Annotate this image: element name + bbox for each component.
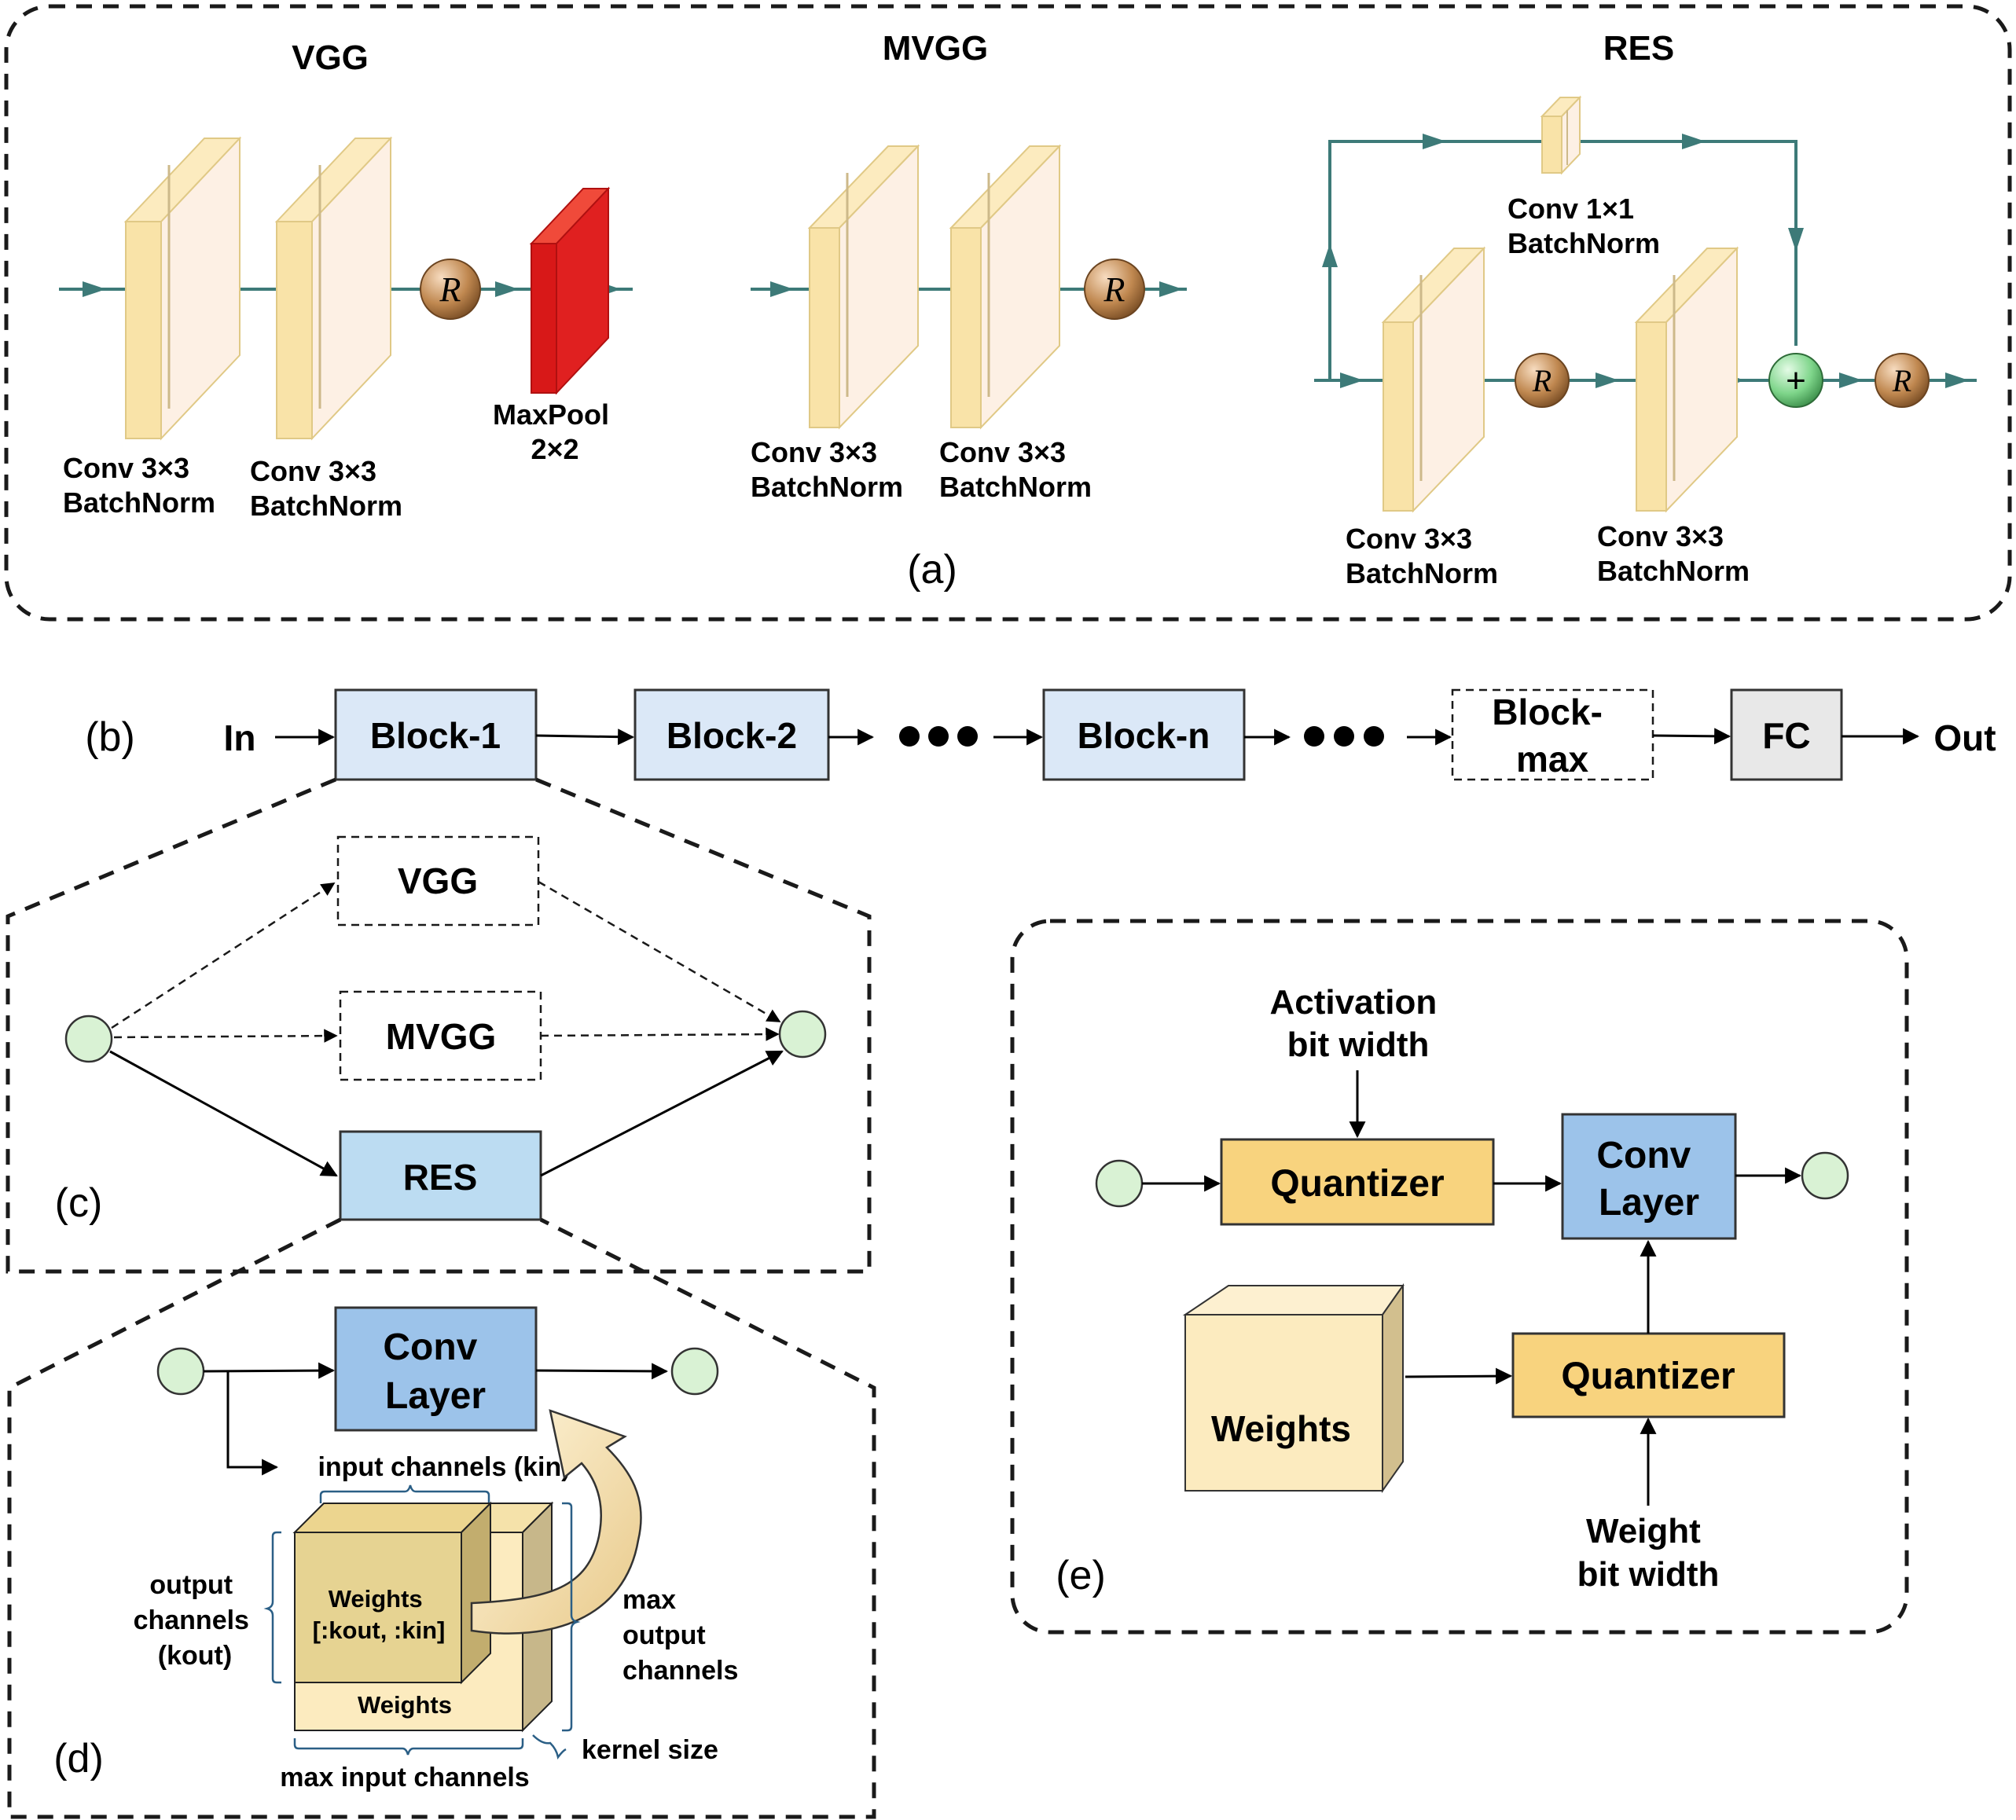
- panel-e-conv-layer-label: Conv Layer: [1596, 1135, 1701, 1224]
- panel-e: Activation bit width Quantizer Conv Laye…: [1010, 919, 1909, 1635]
- weights-slice: [294, 1532, 462, 1683]
- res-conv2-block: [1634, 246, 1739, 513]
- res-relu-ball-1: R: [1515, 353, 1570, 408]
- mvgg-title: MVGG: [883, 29, 988, 68]
- vgg-title: VGG: [292, 39, 369, 77]
- panel-c-label: (c): [55, 1180, 103, 1226]
- input-label: In: [224, 717, 256, 758]
- panel-b-label: (b): [85, 714, 135, 760]
- option-res-label: RES: [403, 1157, 478, 1198]
- res-conv1-block: [1381, 246, 1486, 513]
- fc-label: FC: [1762, 715, 1810, 756]
- vgg-conv2-label: Conv 3×3 BatchNorm: [250, 455, 402, 522]
- svg-text:R: R: [1532, 363, 1551, 398]
- panel-b: (b) In Block-1 Block-2 Block-n Block- ma…: [85, 688, 1996, 781]
- panel-d-label: (d): [53, 1736, 104, 1781]
- option-res: [339, 1130, 542, 1221]
- weights-slice-label: Weights [:kout, :kin]: [313, 1585, 446, 1644]
- panel-e-output-node: [1801, 1151, 1849, 1200]
- panel-c-border: [6, 777, 872, 1274]
- weight-share-arrow: [470, 1409, 642, 1635]
- weights-full-label: Weights: [358, 1691, 452, 1719]
- output-label: Out: [1933, 717, 1996, 758]
- block-1: [334, 688, 538, 781]
- mvgg-conv2-label: Conv 3×3 BatchNorm: [939, 436, 1092, 503]
- panel-c-input-node: [64, 1015, 113, 1063]
- ellipsis-dots-1: [899, 726, 978, 747]
- maxpool-block: [529, 186, 611, 395]
- option-vgg: [336, 835, 540, 927]
- maxpool-label: MaxPool 2×2: [493, 398, 617, 465]
- option-vgg-label: VGG: [398, 860, 478, 901]
- panel-a-border: [4, 4, 2012, 622]
- block-1-label: Block-1: [370, 715, 501, 756]
- quantizer-bottom: [1511, 1332, 1786, 1418]
- ellipsis-dots-2: [1304, 726, 1384, 747]
- panel-c-output-node: [778, 1010, 827, 1059]
- res-title: RES: [1603, 29, 1674, 68]
- quantizer-top: [1220, 1138, 1495, 1226]
- kernel-size-label: kernel size: [582, 1735, 718, 1765]
- panel-e-input-node: [1095, 1159, 1144, 1208]
- vgg-conv1-label: Conv 3×3 BatchNorm: [63, 452, 215, 519]
- block-max-label: Block- max: [1492, 692, 1612, 780]
- vgg-relu-ball: R: [420, 259, 481, 320]
- svg-text:+: +: [1786, 361, 1806, 400]
- svg-text:R: R: [1892, 363, 1911, 398]
- vgg-conv2-block: [274, 136, 393, 441]
- mvgg-conv1-block: [807, 144, 920, 430]
- panel-e-label: (e): [1056, 1553, 1106, 1598]
- block-n: [1042, 688, 1246, 781]
- weight-bit-width-label: Weight bit width: [1577, 1512, 1720, 1594]
- max-input-channels-brace: [293, 1738, 524, 1756]
- kernel-size-brace: [532, 1734, 567, 1759]
- panel-e-weights-cube: [1182, 1282, 1405, 1494]
- vgg-conv1-block: [123, 136, 242, 441]
- max-input-channels-label: max input channels: [280, 1763, 529, 1792]
- block-n-label: Block-n: [1078, 715, 1210, 756]
- max-output-channels-label: max output channels: [622, 1585, 738, 1686]
- panel-d-conv-layer: [334, 1306, 538, 1432]
- mvgg-conv1-label: Conv 3×3 BatchNorm: [751, 436, 903, 503]
- res-conv2-label: Conv 3×3 BatchNorm: [1597, 520, 1750, 587]
- svg-text:R: R: [439, 270, 461, 309]
- panel-e-border: [1010, 919, 1909, 1635]
- fc-block: [1730, 688, 1843, 781]
- max-output-channels-brace: [562, 1502, 581, 1732]
- panel-d-output-node: [670, 1347, 719, 1396]
- weights-cube: [292, 1501, 554, 1733]
- res-add-ball: +: [1768, 353, 1823, 408]
- input-channels-brace: [319, 1484, 490, 1503]
- block-2: [633, 688, 830, 781]
- res-conv1-label: Conv 3×3 BatchNorm: [1346, 523, 1498, 589]
- panel-e-weights-label: Weights: [1211, 1408, 1351, 1449]
- block-2-label: Block-2: [666, 715, 797, 756]
- activation-bit-width-label: Activation bit width: [1270, 983, 1447, 1064]
- res-shortcut-conv-block: [1540, 95, 1582, 175]
- quantizer-bottom-label: Quantizer: [1561, 1356, 1735, 1397]
- mvgg-relu-ball: R: [1084, 259, 1145, 320]
- panel-d-border: [7, 1217, 876, 1819]
- panel-c: VGG MVGG RES (c): [6, 777, 872, 1274]
- panel-d-input-node: [156, 1347, 205, 1396]
- svg-text:R: R: [1103, 270, 1126, 309]
- output-channels-brace: [263, 1531, 281, 1684]
- mvgg-conv2-block: [949, 144, 1062, 430]
- panel-a-label: (a): [907, 547, 957, 593]
- block-max: [1451, 688, 1654, 781]
- panel-d-conv-layer-label: Conv Layer: [383, 1326, 487, 1417]
- quantizer-top-label: Quantizer: [1270, 1163, 1444, 1205]
- res-relu-ball-2: R: [1875, 353, 1930, 408]
- panel-d: Conv Layer input channels (kin) Weights …: [7, 1217, 876, 1819]
- input-channels-label: input channels (kin): [318, 1452, 570, 1482]
- output-channels-label: output channels (kout): [134, 1570, 257, 1671]
- panel-a: VGG MVGG RES R: [4, 4, 2012, 622]
- option-mvgg-label: MVGG: [386, 1016, 497, 1057]
- res-shortcut-label: Conv 1×1 BatchNorm: [1507, 193, 1660, 259]
